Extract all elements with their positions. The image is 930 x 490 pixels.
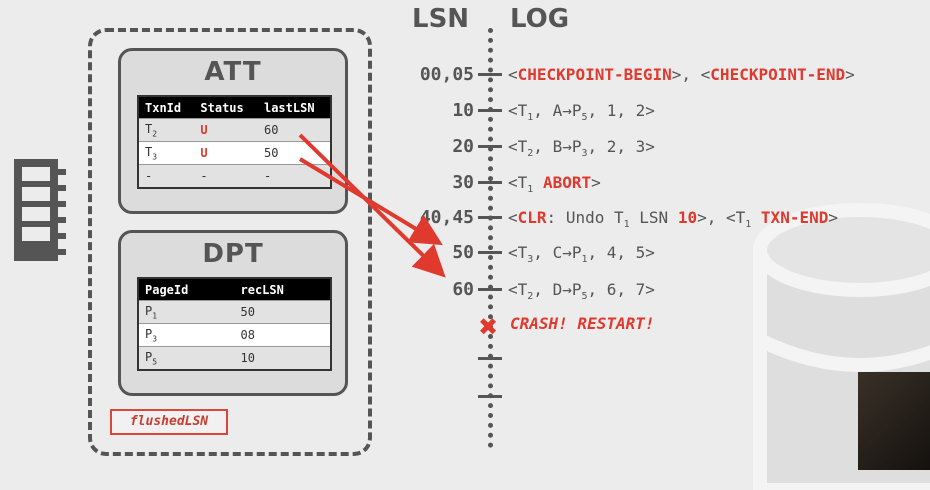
- att-lastlsn-cell: 50: [257, 141, 331, 165]
- dpt-panel: DPT PageId recLSN P1 50 P3 08 P5 10: [118, 230, 348, 396]
- dpt-reclsn-cell: 50: [234, 300, 331, 324]
- log-entry: <T1, A→P5, 1, 2>: [508, 101, 655, 124]
- att-status-cell: U: [194, 141, 258, 165]
- log-entry: <T3, C→P1, 4, 5>: [508, 243, 655, 266]
- att-status-cell: U: [194, 118, 258, 142]
- log-entry: <T2, D→P5, 6, 7>: [508, 280, 655, 303]
- x-mark-icon: ✖: [478, 313, 499, 341]
- memory-chip-icon: [14, 159, 66, 261]
- dpt-table: PageId recLSN P1 50 P3 08 P5 10: [137, 277, 332, 371]
- lsn-number: 10: [452, 100, 474, 121]
- lsn-number: 00,05: [419, 64, 474, 85]
- flushed-lsn-label: flushedLSN: [110, 409, 228, 435]
- log-timeline: [488, 28, 493, 448]
- dpt-col-pageid: PageId: [138, 278, 235, 301]
- log-entry: <T2, B→P3, 2, 3>: [508, 137, 655, 160]
- att-col-lastlsn: lastLSN: [257, 96, 331, 119]
- dpt-header-row: PageId recLSN: [138, 278, 331, 301]
- log-tick: [478, 357, 502, 360]
- log-tick: [478, 145, 502, 148]
- att-col-txnid: TxnId: [138, 96, 195, 119]
- att-header-row: TxnId Status lastLSN: [138, 96, 331, 119]
- att-col-status: Status: [194, 96, 258, 119]
- lsn-header: LSN: [412, 4, 470, 34]
- table-row: - - -: [138, 164, 331, 188]
- dpt-pageid-cell: P5: [138, 346, 235, 370]
- log-tick: [478, 395, 502, 398]
- lsn-number: 50: [452, 242, 474, 263]
- att-lastlsn-cell: -: [257, 164, 331, 188]
- lsn-number: 30: [452, 172, 474, 193]
- table-row: P5 10: [138, 346, 331, 370]
- log-tick: [478, 73, 502, 76]
- log-header: LOG: [510, 4, 570, 34]
- att-title: ATT: [204, 57, 262, 87]
- lsn-number: 60: [452, 279, 474, 300]
- dpt-pageid-cell: P1: [138, 300, 235, 324]
- dpt-col-reclsn: recLSN: [234, 278, 331, 301]
- table-row: P1 50: [138, 300, 331, 324]
- att-lastlsn-cell: 60: [257, 118, 331, 142]
- lsn-number: 40,45: [419, 207, 474, 228]
- log-entry: <CHECKPOINT-BEGIN>, <CHECKPOINT-END>: [508, 65, 855, 84]
- att-panel: ATT TxnId Status lastLSN T2 U 60 T3 U 50…: [118, 48, 348, 214]
- log-entry: <T1 ABORT>: [508, 173, 601, 196]
- log-tick: [478, 181, 502, 184]
- database-background-icon: [753, 203, 930, 490]
- log-tick: [478, 216, 502, 219]
- att-table: TxnId Status lastLSN T2 U 60 T3 U 50 - -…: [137, 95, 332, 189]
- dpt-reclsn-cell: 10: [234, 346, 331, 370]
- table-row: T3 U 50: [138, 141, 331, 165]
- presenter-video-thumbnail: [858, 372, 930, 470]
- crash-restart-label: CRASH! RESTART!: [510, 314, 655, 333]
- log-tick: [478, 109, 502, 112]
- att-txnid-cell: T2: [138, 118, 195, 142]
- log-entry: <CLR: Undo T1 LSN 10>, <T1 TXN-END>: [508, 208, 838, 231]
- lsn-number: 20: [452, 136, 474, 157]
- dpt-title: DPT: [202, 239, 264, 269]
- att-status-cell: -: [194, 164, 258, 188]
- log-tick: [478, 288, 502, 291]
- dpt-pageid-cell: P3: [138, 323, 235, 347]
- log-tick: [478, 251, 502, 254]
- att-txnid-cell: -: [138, 164, 195, 188]
- att-txnid-cell: T3: [138, 141, 195, 165]
- table-row: P3 08: [138, 323, 331, 347]
- table-row: T2 U 60: [138, 118, 331, 142]
- dpt-reclsn-cell: 08: [234, 323, 331, 347]
